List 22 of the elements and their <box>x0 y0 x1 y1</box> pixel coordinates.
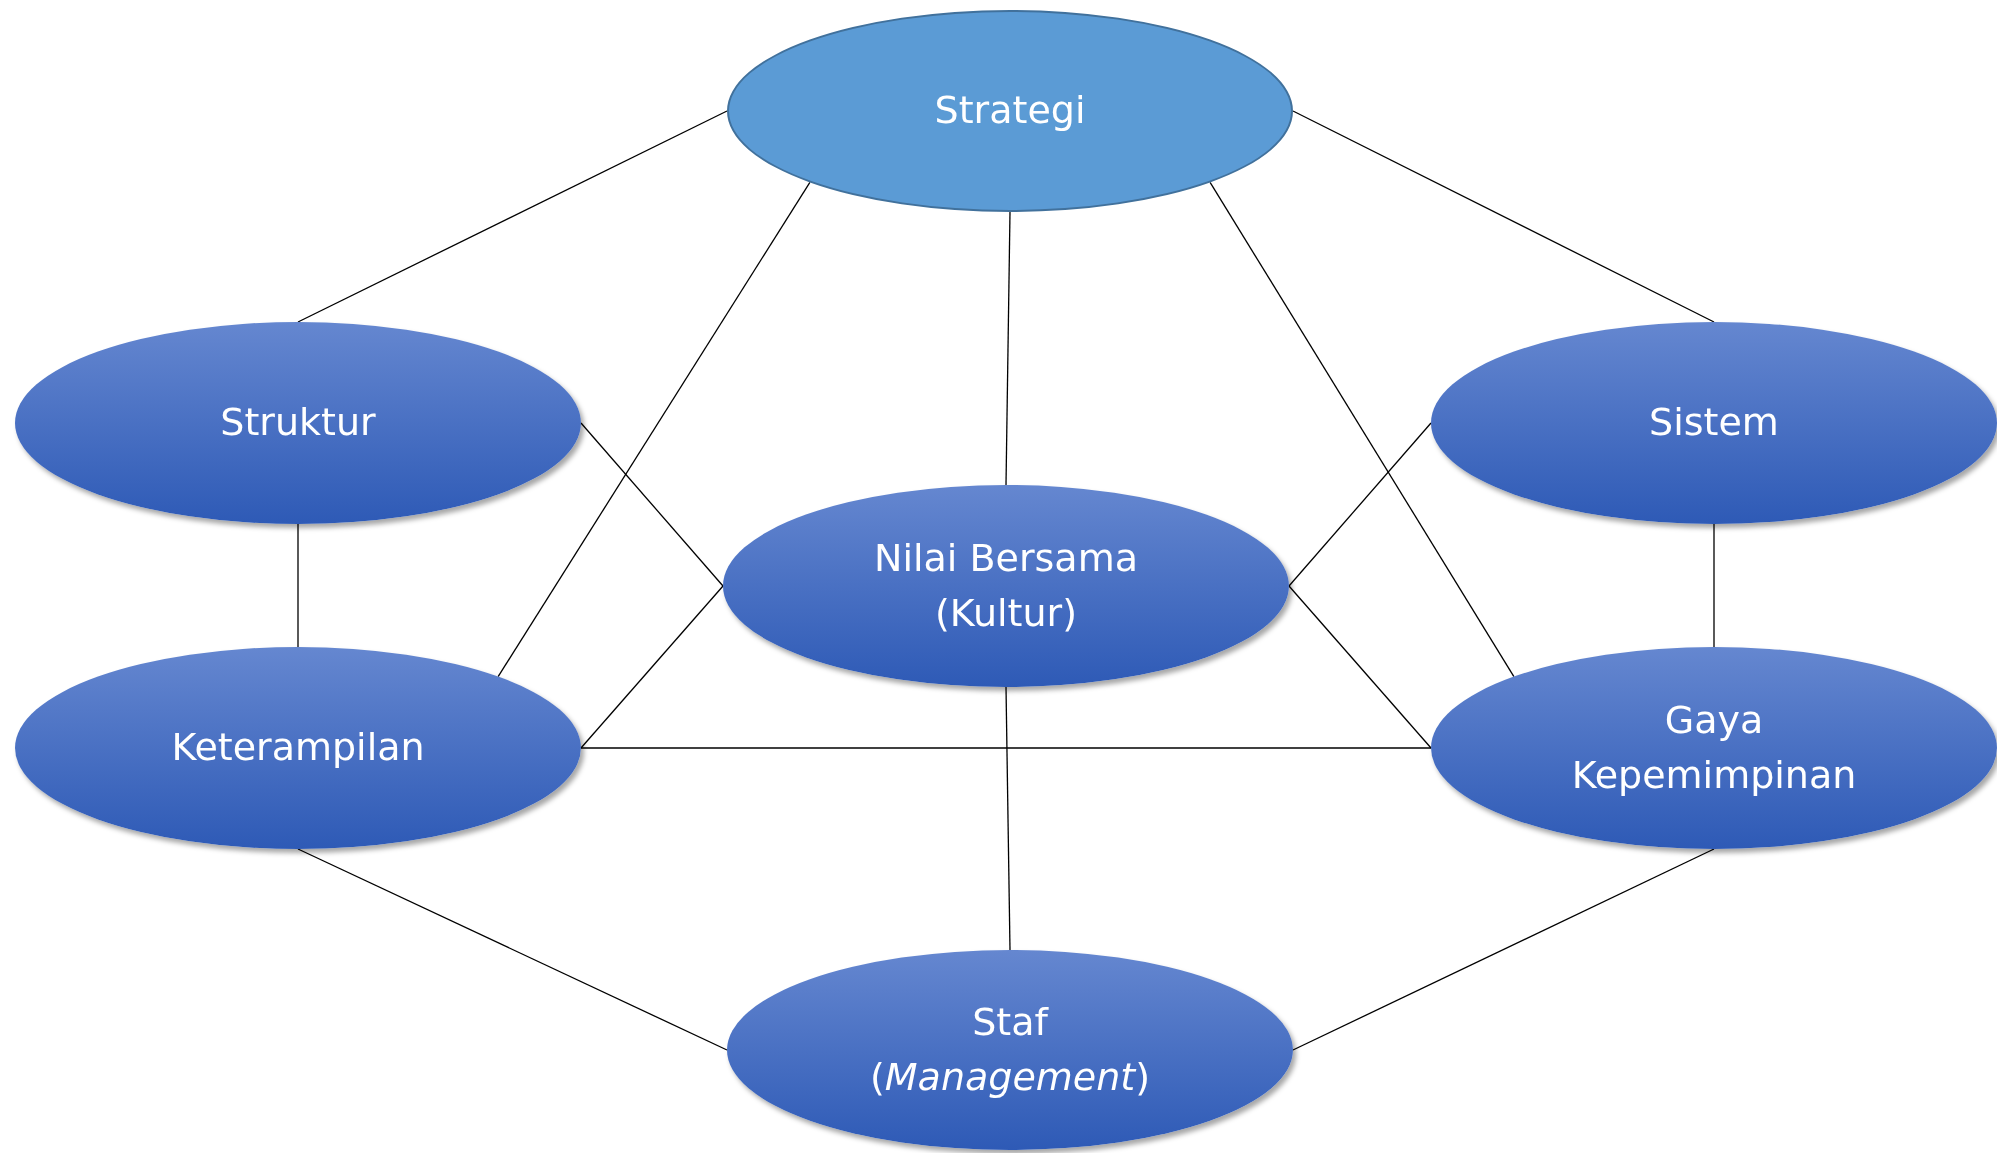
connector-line <box>1288 585 1432 749</box>
connector-line <box>1209 181 1515 678</box>
connector-line <box>580 585 724 749</box>
connector-line <box>1713 523 1715 648</box>
connector-line <box>297 110 728 323</box>
node-label: Gaya Kepemimpinan <box>1570 696 1858 799</box>
node-label: Keterampilan <box>171 724 425 772</box>
connector-line <box>580 422 724 587</box>
node-label: Strategi <box>934 87 1086 135</box>
node-label: Staf (Management) <box>869 998 1151 1101</box>
node-label: Struktur <box>220 399 376 447</box>
connector-line <box>1005 211 1011 486</box>
connector-line <box>297 848 728 1051</box>
connector-line <box>1292 848 1715 1051</box>
connector-line <box>1005 686 1011 951</box>
connector-line <box>297 523 299 648</box>
connector-line <box>580 747 1432 749</box>
node-label: Sistem <box>1649 399 1779 447</box>
connector-line <box>497 181 811 678</box>
connector-line <box>1292 110 1715 323</box>
node-label: Nilai Bersama (Kultur) <box>873 534 1139 637</box>
connector-line <box>1288 422 1432 587</box>
